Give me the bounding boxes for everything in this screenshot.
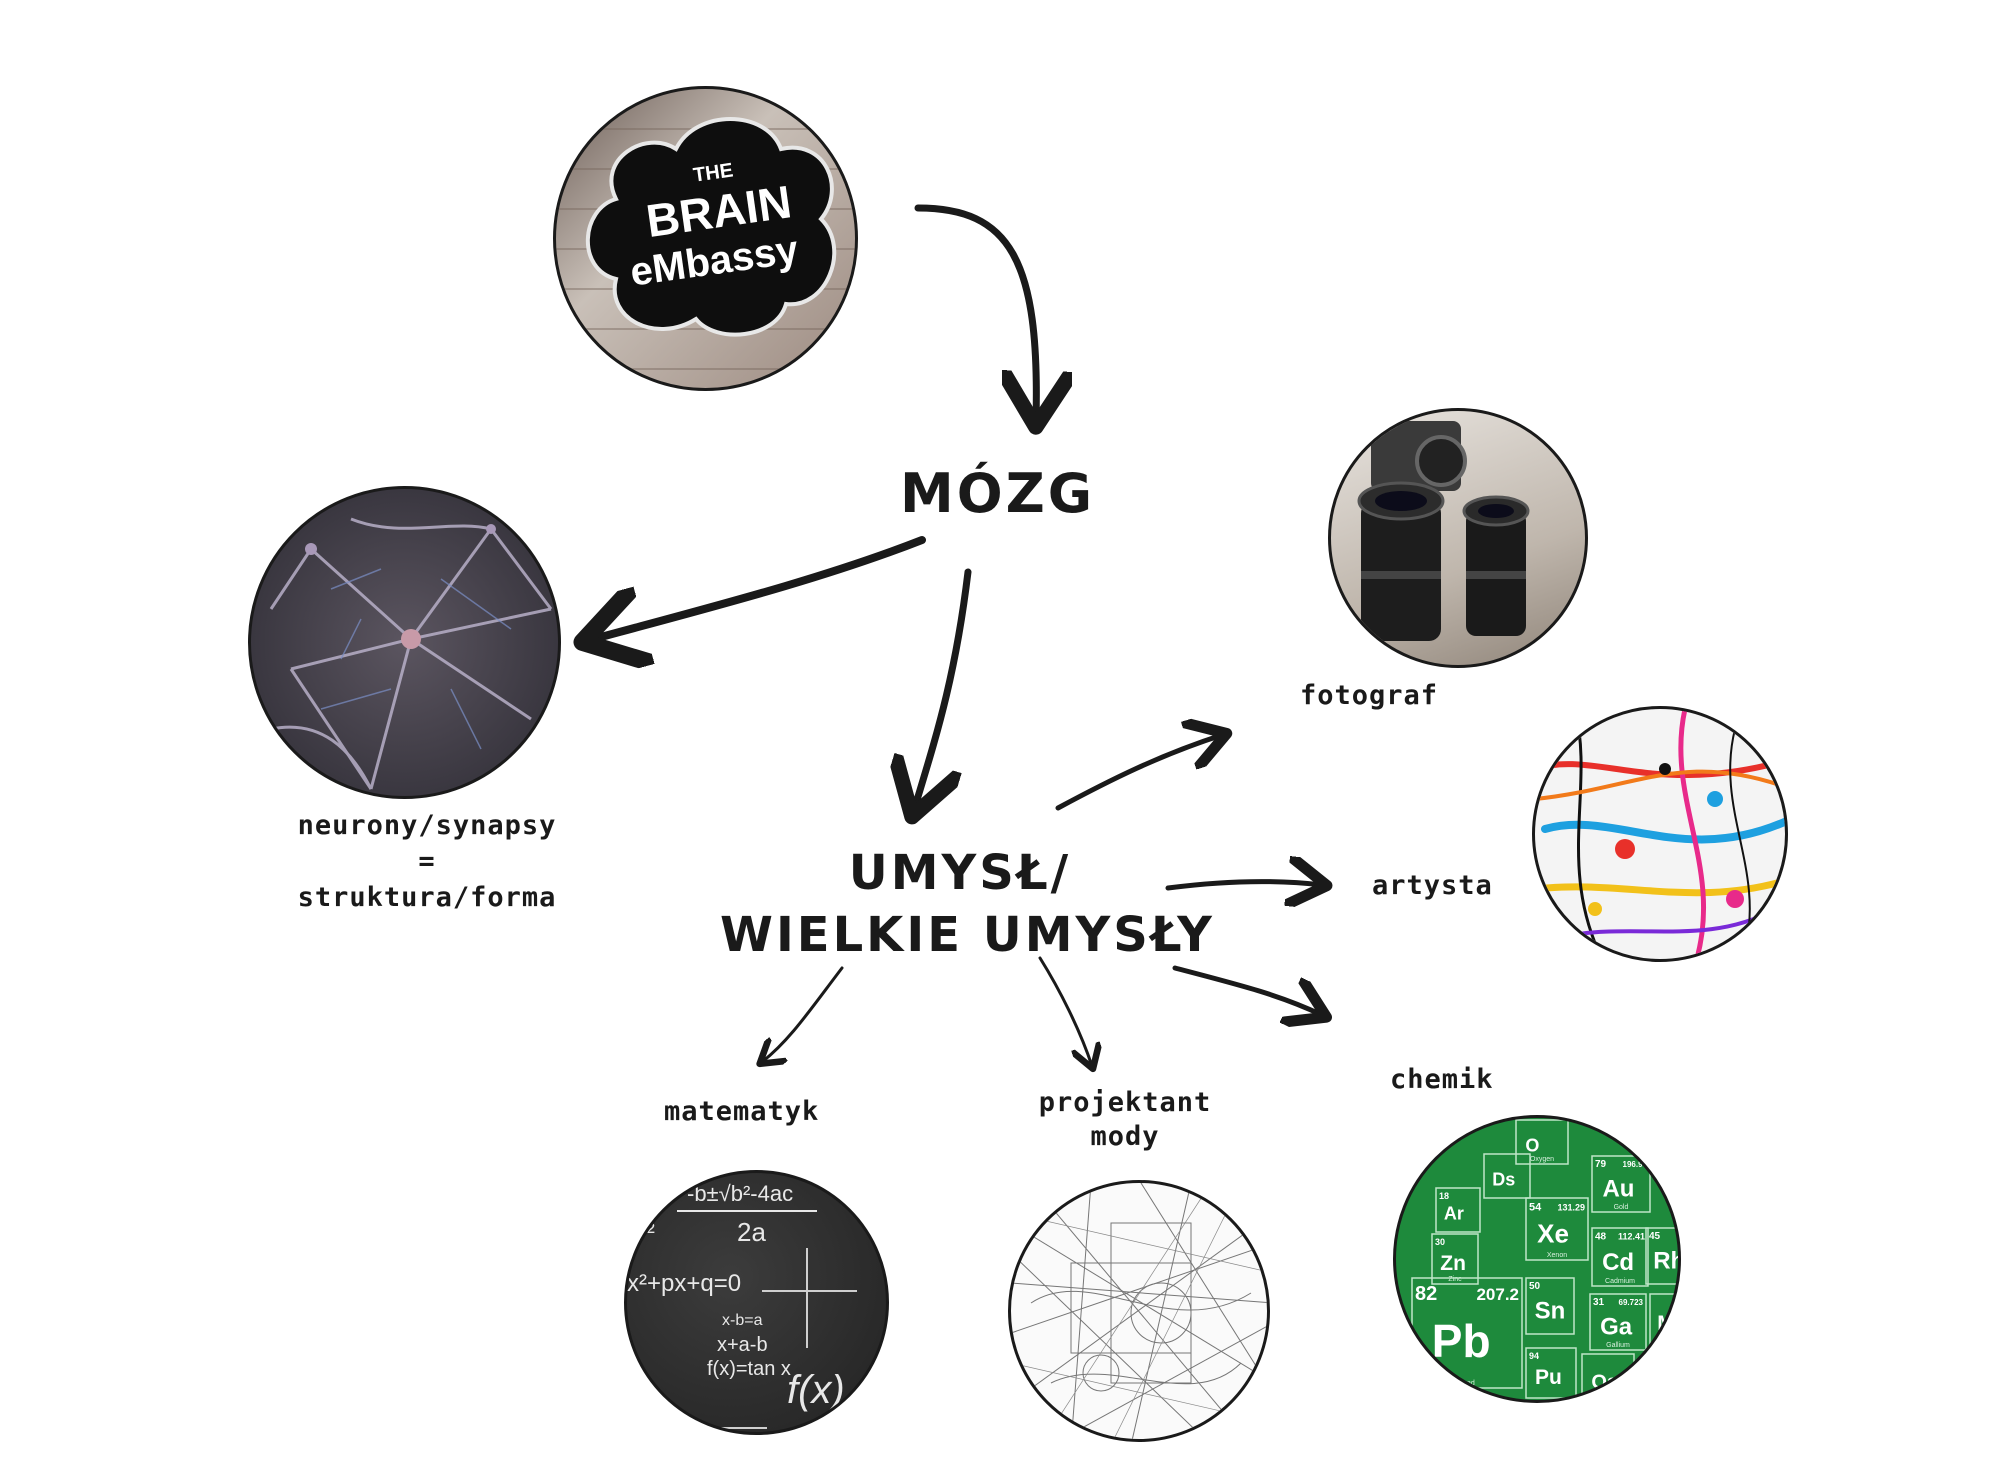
element-number: 48 [1595, 1232, 1607, 1243]
artysta-label: artysta [1372, 870, 1493, 901]
element-symbol: Cd [1602, 1249, 1634, 1276]
element-tile-ar: Ar 18 [1435, 1187, 1481, 1233]
chalk-formula-2: 2a [737, 1217, 766, 1247]
element-symbol: Pb [1432, 1315, 1491, 1367]
chalk-formula-8: ½ [635, 1212, 655, 1239]
element-mass: 207.2 [1476, 1285, 1519, 1304]
fotograf-label: fotograf [1300, 680, 1439, 711]
element-tile-ds: Ds [1483, 1153, 1531, 1199]
element-number: 31 [1593, 1297, 1605, 1308]
element-name: Cadmium [1605, 1278, 1635, 1285]
arrow-umysl-to-matematyk [762, 966, 844, 1062]
element-mass: 112.41 [1618, 1232, 1645, 1242]
element-number: 82 [1415, 1283, 1437, 1305]
element-tile-rh: Rh 45 [1645, 1227, 1681, 1285]
element-number: 50 [1529, 1281, 1541, 1292]
neurons-image [248, 486, 561, 799]
element-symbol: Ar [1444, 1204, 1464, 1224]
chemik-label: chemik [1390, 1064, 1494, 1095]
neurons-label: neurony/synapsy = struktura/forma [272, 808, 582, 916]
element-name: Gold [1614, 1204, 1629, 1211]
neurons-label-line3: struktura/forma [297, 882, 557, 913]
mozg-label: MÓZG [900, 462, 1096, 525]
element-tile-bi: Bi [1651, 1353, 1679, 1400]
arrow-umysl-to-artysta [1165, 882, 1322, 888]
element-name: Zinc [1448, 1276, 1462, 1283]
umysl-label: UMYSŁ/ WIELKIE UMYSŁY [720, 842, 1215, 966]
element-tile-sn: Sn 50 [1525, 1277, 1575, 1335]
element-symbol: Os [1591, 1372, 1618, 1394]
chalk-formula-6: f(x)=tan x [707, 1358, 791, 1380]
element-name: Oxygen [1530, 1156, 1554, 1163]
projektant-label: projektant mody [1030, 1086, 1220, 1154]
element-number: 18 [1439, 1191, 1449, 1201]
element-tile-mo: Mo [1649, 1293, 1681, 1345]
paint-splatter-image [1532, 706, 1788, 962]
neurons-label-line2: = [418, 846, 436, 877]
pattern-sketch-image [1008, 1180, 1270, 1442]
brain-embassy-image: THE BRAIN eMbassy [553, 86, 858, 391]
chalkboard-image: -b±√b²-4ac 2a ½ x²+px+q=0 x-b=a x+a-b f(… [624, 1170, 889, 1435]
chalk-formula-3: x²+px+q=0 [627, 1270, 741, 1297]
arrow-umysl-to-projektant [1038, 956, 1092, 1066]
arrow-embassy-to-mozg [914, 204, 1036, 420]
element-symbol: Au [1602, 1175, 1634, 1202]
umysl-label-line1: UMYSŁ/ [848, 845, 1072, 901]
neurons-label-line1: neurony/synapsy [297, 810, 557, 841]
element-number: 54 [1529, 1201, 1542, 1213]
element-mass: 196.97 [1623, 1160, 1648, 1169]
element-name: Gallium [1606, 1342, 1630, 1349]
element-mass: 69.723 [1619, 1298, 1644, 1307]
projektant-label-line2: mody [1090, 1121, 1160, 1152]
element-symbol: Ga [1600, 1313, 1633, 1340]
camera-lenses-image [1328, 408, 1588, 668]
element-symbol: Rh [1653, 1247, 1681, 1274]
arrow-mozg-to-umysl [914, 568, 972, 810]
cloud-sign-shape [585, 117, 837, 337]
element-number: 30 [1435, 1237, 1445, 1247]
element-symbol: Pu [1535, 1366, 1562, 1389]
projektant-label-line1: projektant [1038, 1087, 1212, 1118]
element-number: 94 [1529, 1351, 1539, 1361]
element-symbol: Xe [1537, 1219, 1569, 1249]
umysl-label-line2: WIELKIE UMYSŁY [720, 907, 1215, 963]
element-number: 79 [1595, 1159, 1607, 1170]
element-symbol: Zn [1440, 1252, 1466, 1275]
chalk-formula-5: x+a-b [717, 1334, 768, 1356]
element-symbol: Mo [1657, 1312, 1681, 1335]
element-name: Xenon [1547, 1252, 1567, 1259]
element-tile-os: Os [1581, 1353, 1635, 1400]
element-symbol: O [1525, 1136, 1539, 1156]
element-tile-pu: Pu 94 [1525, 1347, 1577, 1399]
arrow-mozg-to-neurons [590, 536, 926, 640]
matematyk-label: matematyk [664, 1096, 820, 1127]
element-symbol: Sn [1535, 1297, 1566, 1324]
chalk-formula-4: x-b=a [722, 1312, 763, 1329]
arrow-umysl-to-fotograf [1055, 735, 1222, 811]
element-mass: 131.29 [1557, 1202, 1585, 1212]
arrow-umysl-to-chemik [1172, 965, 1322, 1015]
chalk-formula-1: -b±√b²-4ac [687, 1181, 793, 1206]
element-number: 45 [1649, 1231, 1661, 1242]
element-symbol: Ds [1492, 1170, 1515, 1190]
element-name: Lead [1459, 1380, 1475, 1387]
chalk-formula-7: f(x) [787, 1368, 845, 1412]
element-symbol: Bi [1659, 1372, 1679, 1394]
